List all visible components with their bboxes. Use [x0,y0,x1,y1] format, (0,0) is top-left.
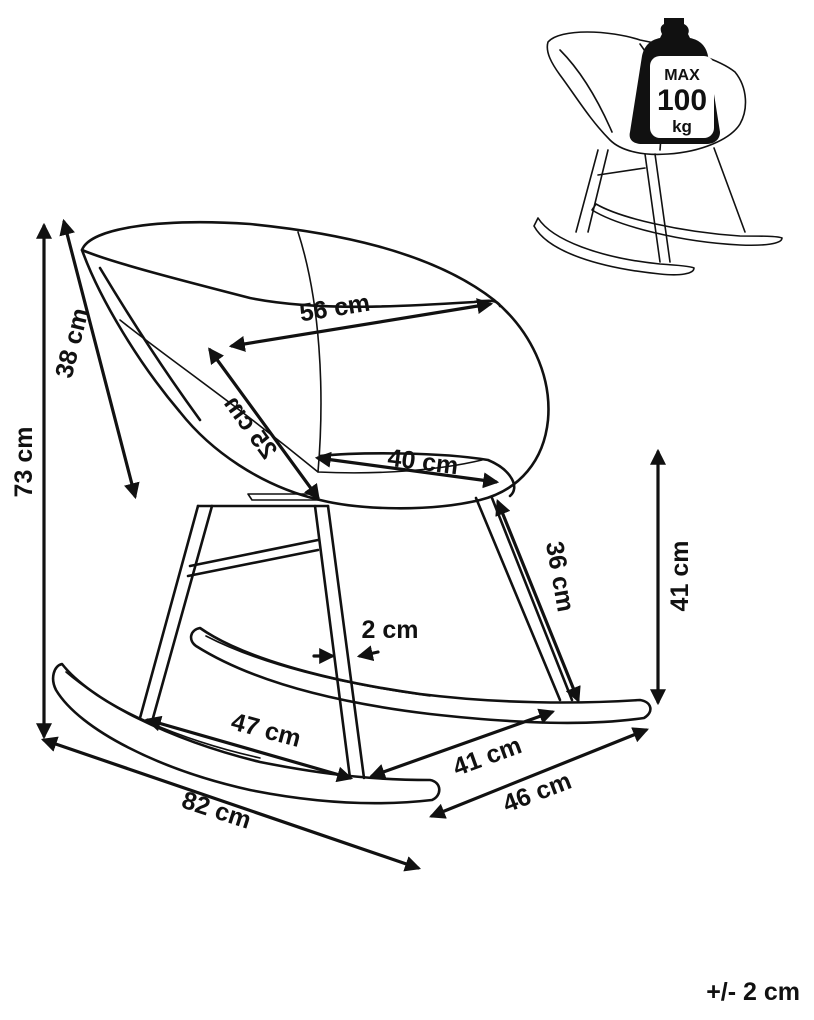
dim-line-seat-front [314,451,500,489]
max-label: MAX [664,67,700,84]
dim-line-leg [495,499,581,703]
label-total-length: 82 cm [178,786,254,835]
label-seat-height: 41 cm [666,541,694,612]
reference-chair: MAX 100 kg [533,18,783,276]
tolerance-note: +/- 2 cm [706,978,800,1006]
weight-icon: MAX 100 kg [629,18,720,144]
dim-line-seat-depth [208,347,320,501]
dimension-lines [36,218,666,872]
dim-line-backrest [59,218,140,500]
max-value: 100 [657,84,707,117]
dim-line-leg-right [356,645,380,662]
max-unit: kg [672,117,692,136]
dim-line-total-width [429,727,649,819]
dimension-labels: 73 cm 38 cm 56 cm 25 cm 40 cm 36 cm 41 c… [10,289,800,1006]
label-backrest-height: 38 cm [50,305,94,381]
label-total-height: 73 cm [10,427,38,498]
label-seat-depth: 25 cm [218,390,282,464]
dim-line-seat-width [228,298,494,352]
label-seat-width: 56 cm [298,289,372,328]
label-leg-length: 36 cm [540,539,580,614]
label-leg-thickness: 2 cm [362,616,419,644]
label-base-depth: 41 cm [449,731,525,782]
label-seat-front: 40 cm [386,444,460,480]
dim-line-total-length [40,736,422,872]
